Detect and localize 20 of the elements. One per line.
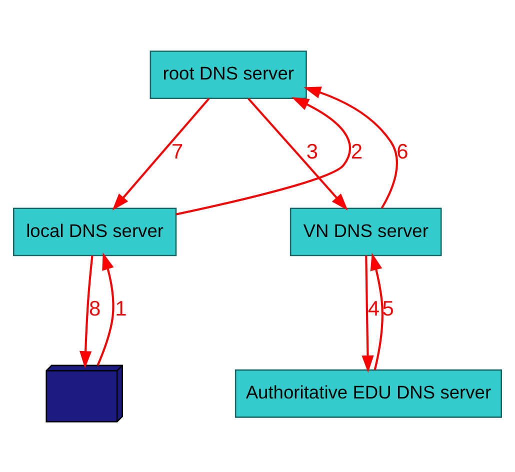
arrow [370, 252, 384, 370]
edge-label: 6 [396, 140, 408, 163]
edge-label: 3 [306, 140, 318, 163]
arrow [80, 255, 94, 368]
edge-label: 1 [115, 296, 127, 320]
node-box: Authoritative EDU DNS server [234, 368, 502, 418]
arrow [304, 86, 398, 208]
arrow [248, 97, 348, 210]
edge-label: 7 [171, 140, 184, 163]
arrow [112, 97, 210, 210]
node-box: VN DNS server [290, 207, 442, 256]
arrow [176, 96, 351, 215]
edge-label: 5 [382, 296, 394, 320]
arrow [362, 255, 374, 372]
arrow [96, 252, 114, 366]
edge-label: 4 [368, 296, 380, 320]
edge-label: 8 [88, 296, 101, 320]
node-box: root DNS server [150, 50, 307, 99]
edge-label: 2 [350, 140, 363, 163]
node-box: local DNS server [13, 207, 177, 256]
